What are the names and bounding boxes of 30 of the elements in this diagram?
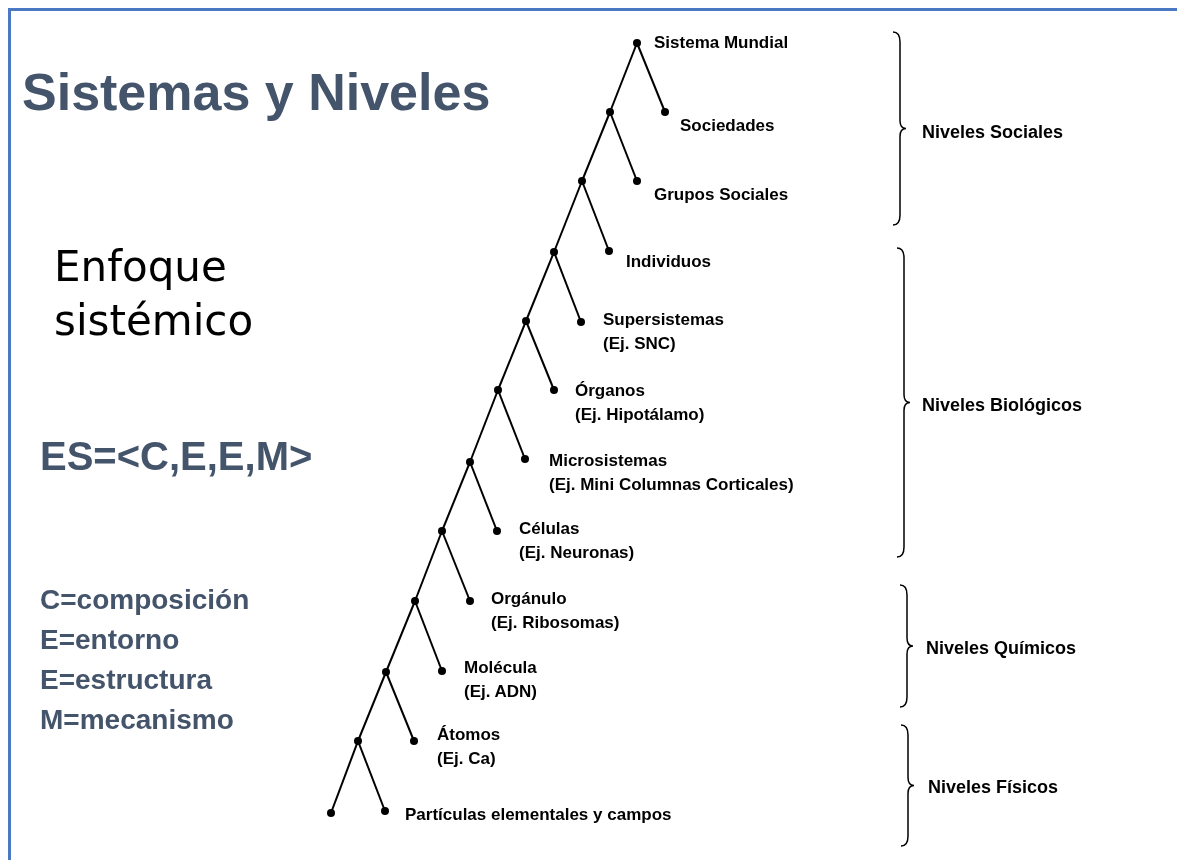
definition-text: E=entorno: [40, 623, 180, 657]
example-text: (Ej. Mini Columnas Corticales): [549, 474, 794, 496]
level-name: Microsistemas: [549, 450, 669, 472]
example-text: (Ej. Ca): [437, 748, 497, 770]
definition-text: E=estructura: [40, 663, 212, 697]
level-name: Orgánulo: [491, 588, 568, 610]
level-name: Sociedades: [680, 115, 775, 137]
level-name: Partículas elementales y campos: [405, 804, 672, 826]
level-label: Niveles Sociales: [922, 121, 1064, 144]
subtitle-text: Enfoque sistémico: [54, 241, 255, 347]
formula-text: ES=<C,E,E,M>: [40, 433, 313, 480]
example-text: (Ej. SNC): [603, 333, 677, 355]
level-name: Supersistemas: [603, 309, 724, 331]
example-text: (Ej. Ribosomas): [491, 612, 620, 634]
level-name: Átomos: [437, 724, 501, 746]
level-name: Molécula: [464, 657, 538, 679]
example-text: (Ej. ADN): [464, 681, 538, 703]
level-name: Órganos: [575, 380, 646, 402]
level-label: Niveles Biológicos: [922, 394, 1083, 417]
level-label: Niveles Químicos: [926, 637, 1077, 660]
title: Sistemas y Niveles: [22, 62, 491, 123]
level-name: Sistema Mundial: [654, 32, 789, 54]
level-name: Individuos: [626, 251, 711, 273]
level-label: Niveles Físicos: [928, 776, 1059, 799]
definition-text: M=mecanismo: [40, 703, 234, 737]
example-text: (Ej. Neuronas): [519, 542, 635, 564]
level-name: Grupos Sociales: [654, 184, 789, 206]
example-text: (Ej. Hipotálamo): [575, 404, 705, 426]
level-name: Células: [519, 518, 581, 540]
definition-text: C=composición: [40, 583, 250, 617]
